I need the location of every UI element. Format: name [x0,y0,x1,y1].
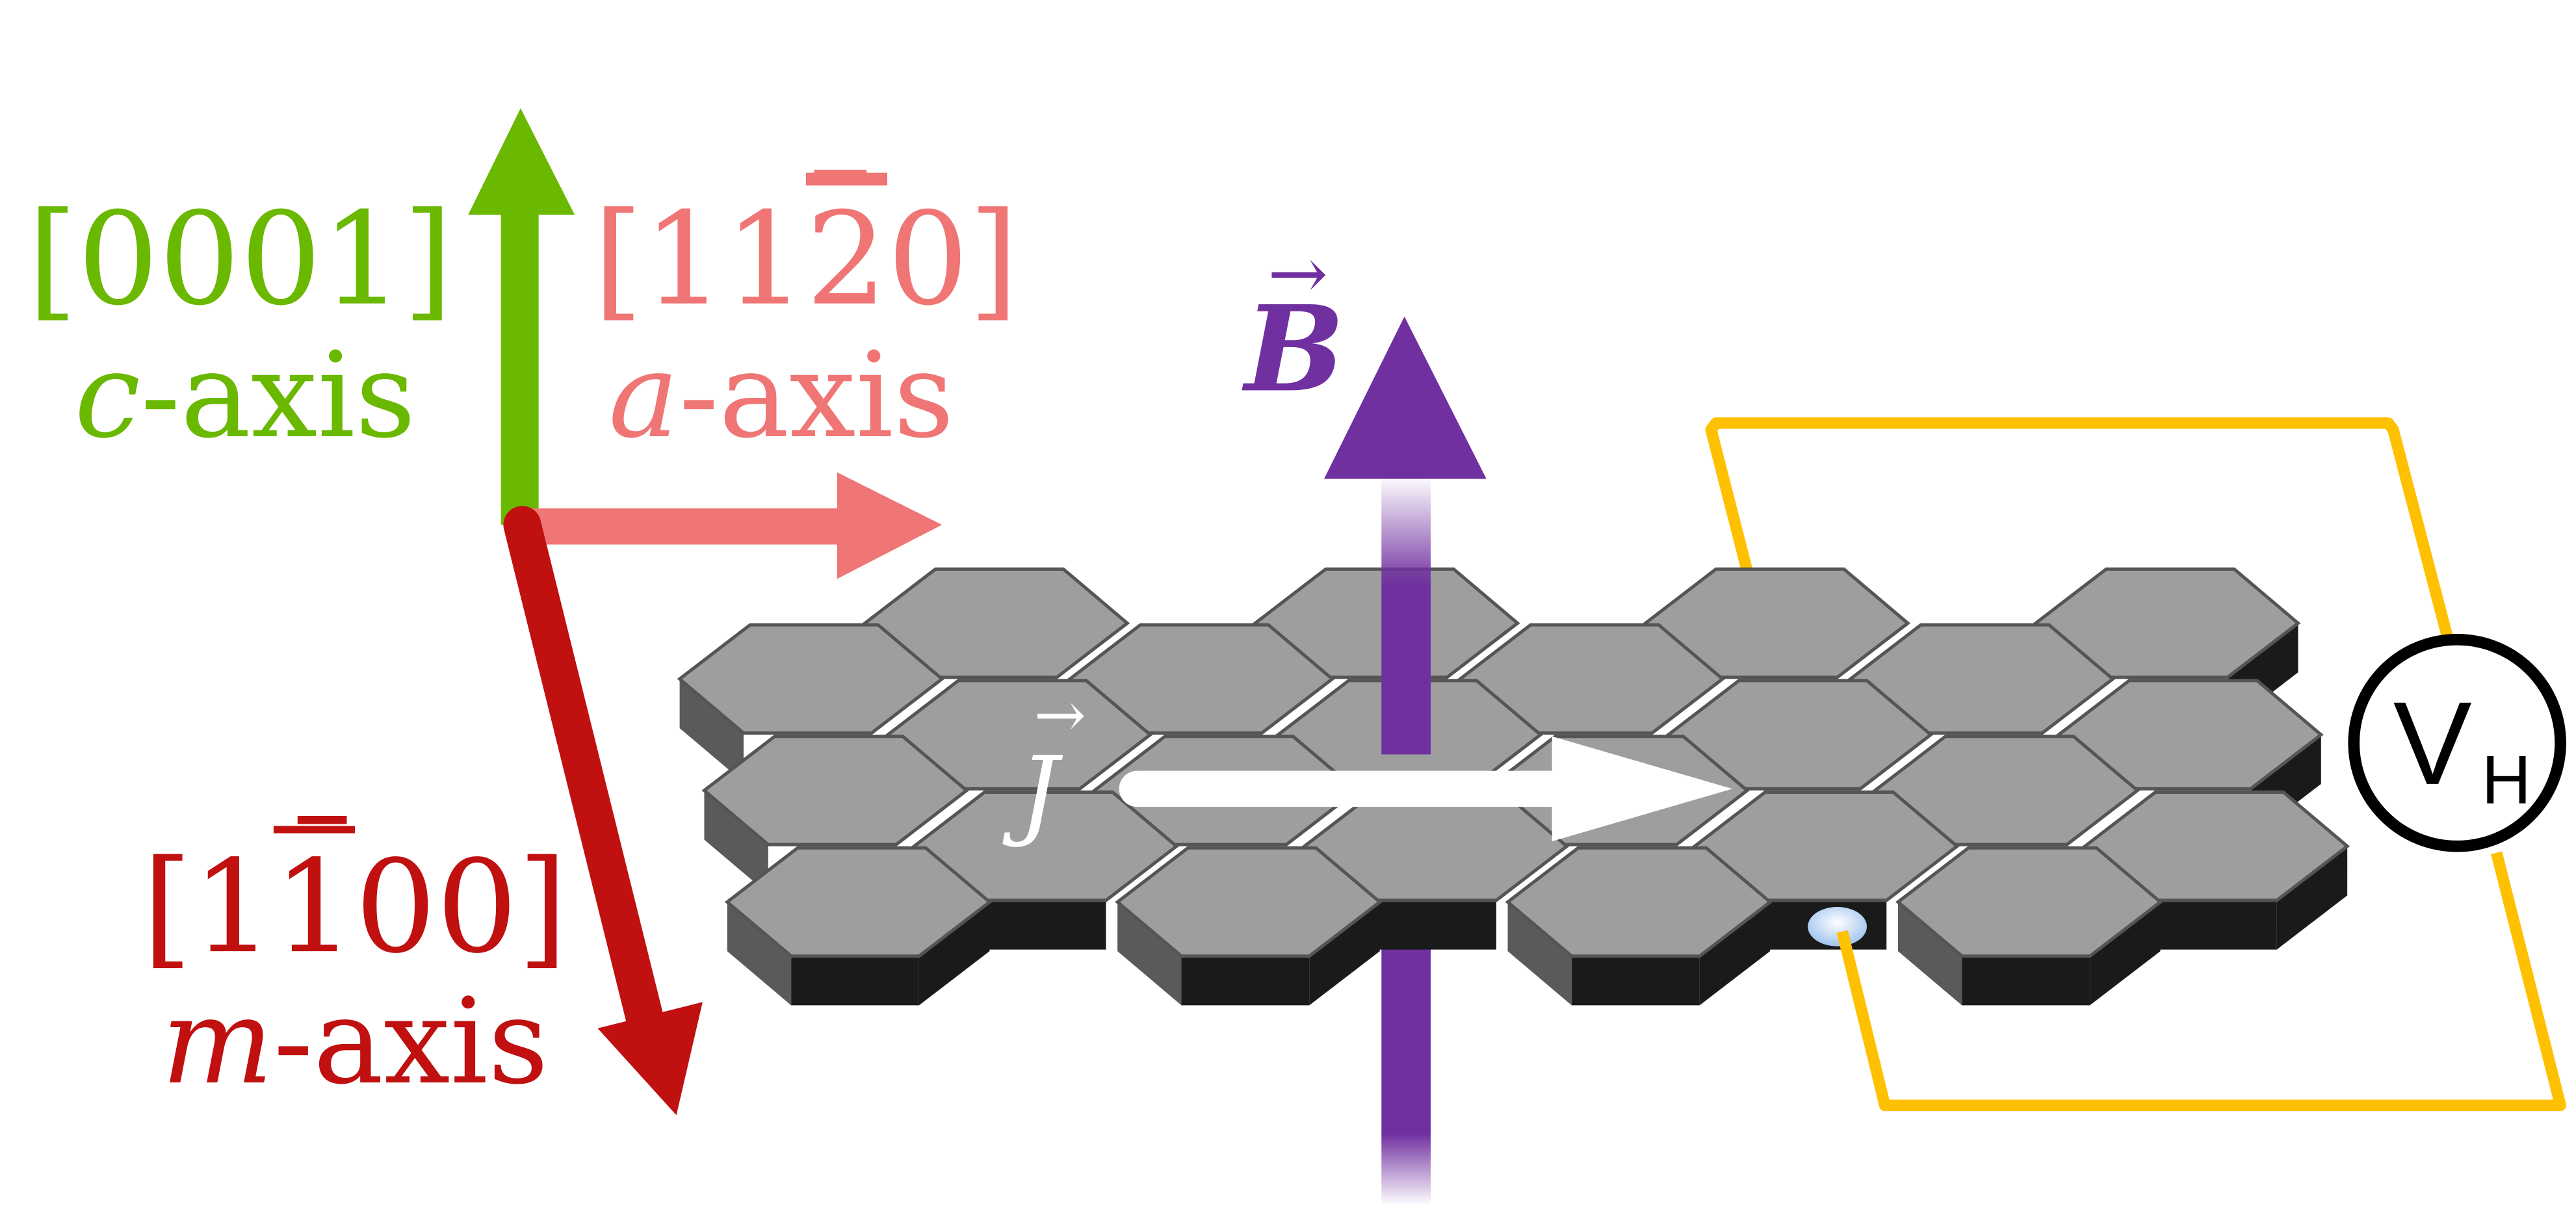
voltmeter-symbol: V [2393,678,2472,809]
a-axis-index: [1120] [593,185,1019,334]
hex-tile [1505,846,1773,958]
a-axis-arrow [520,508,842,545]
hex-side-face [1309,902,1380,1006]
hex-side-face [1181,956,1310,1006]
hex-side-face [1368,900,1496,950]
hex-side-face [727,902,792,1006]
hex-side-face [2148,900,2277,950]
voltmeter-subscript: H [2482,742,2532,818]
c-axis-arrow [501,209,539,525]
current-vector-arrow: → [1034,679,1086,752]
hex-tile [724,846,993,958]
c-axis-name: c-axis [75,326,416,464]
hall-wire-front [1836,851,2566,1112]
field-symbol: B [1242,279,1345,418]
hex-tile [1895,846,2163,958]
hex-tile [1115,846,1383,958]
c-axis-index: [0001] [27,185,452,334]
magnetic-field-label: → B [1242,232,1345,418]
m-axis-name: m-axis [161,973,549,1110]
hex-side-face [1699,902,1771,1006]
field-vector-arrow: → [1268,232,1328,316]
m-axis-index: [1100] [142,833,567,982]
hall-wire-back [1705,417,2455,645]
hex-side-face [1507,902,1572,1006]
magnetic-field-arrow [1323,316,1487,755]
charge-carrier-dot [1808,907,1867,947]
hex-tile [677,623,945,735]
hex-side-face [2276,846,2348,950]
hexagonal-crystal-slab [677,567,2350,1006]
hex-side-face [978,900,1106,950]
hex-side-face [1571,956,1700,1006]
hex-side-face [791,956,919,1006]
m-axis-arrow [503,506,664,1040]
hex-side-face [2090,902,2161,1006]
hex-side-face [1117,902,1182,1006]
hex-side-face [679,679,744,783]
current-arrow [1119,736,1733,842]
hex-side-face [1962,956,2090,1006]
hex-tile [701,735,970,846]
hex-side-face [704,790,768,894]
crystal-axes [468,108,943,1116]
hex-side-face [918,902,990,1006]
field-arrow-lower [1381,918,1431,1206]
hex-side-face [1897,902,1962,1006]
hall-voltmeter: V H [2348,634,2566,852]
a-axis-name: a-axis [608,326,954,464]
